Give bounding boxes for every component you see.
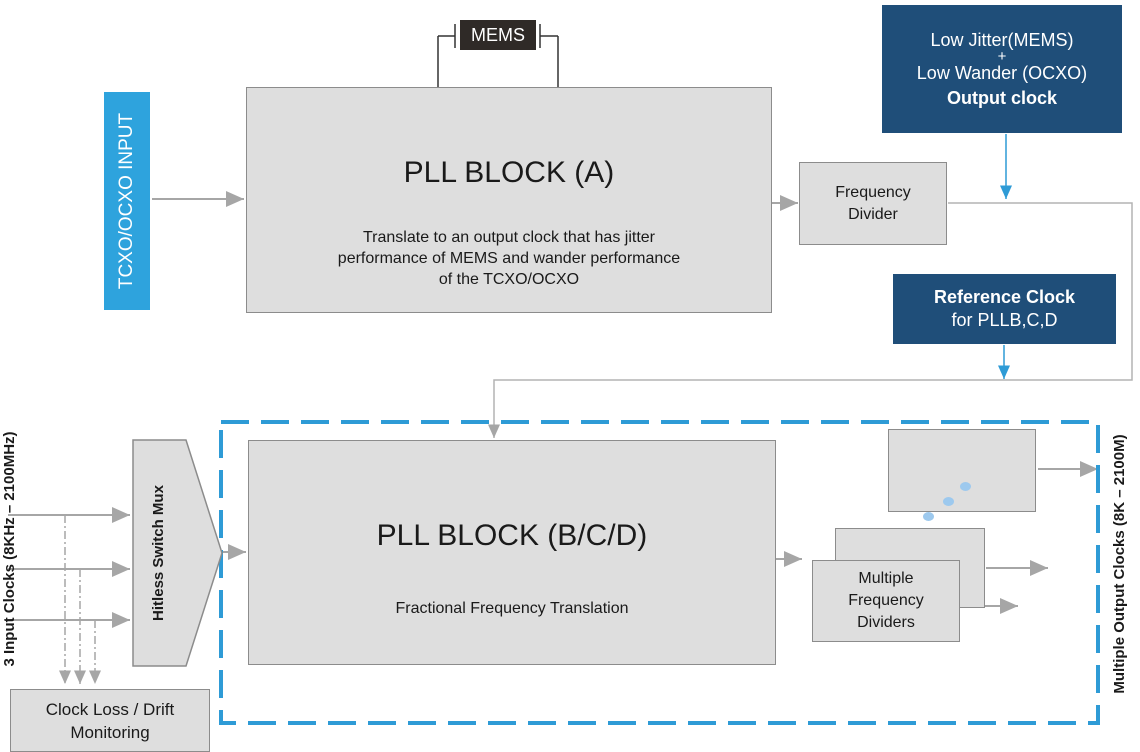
ellipsis-dot-1 <box>960 482 971 491</box>
mems-crystal: MEMS <box>460 20 536 50</box>
output-clock-box: Low Jitter(MEMS) + Low Wander (OCXO) Out… <box>882 5 1122 133</box>
pll-block-a-title: PLL BLOCK (A) <box>403 156 615 189</box>
hitless-switch-mux-label: Hitless Switch Mux <box>150 485 167 621</box>
monitor-line-2: Monitoring <box>70 722 150 742</box>
tcxo-ocxo-input-bar <box>104 92 150 310</box>
ellipsis-dot-2 <box>943 497 954 506</box>
frequency-divider: Frequency Divider <box>799 162 947 245</box>
output-clock-line-4: Output clock <box>946 87 1057 108</box>
reference-clock-path <box>488 202 1133 438</box>
hitless-switch-mux <box>132 439 223 667</box>
tcxo-ocxo-input-label: TCXO/OCXO INPUT <box>116 112 137 290</box>
pll-block-bcd: PLL BLOCK (B/C/D) Fractional Frequency T… <box>248 440 776 665</box>
reference-clock-box: Reference Clock for PLLB,C,D <box>893 274 1116 344</box>
output-clock-line-2: + <box>997 47 1007 65</box>
divider-stack-back <box>888 429 1036 512</box>
reference-clock-line-1: Reference Clock <box>933 287 1076 307</box>
multi-dividers-line-1: Multiple <box>858 570 914 587</box>
frequency-divider-line-1: Frequency <box>835 183 911 201</box>
reference-clock-line-2: for PLLB,C,D <box>951 310 1058 330</box>
pll-block-a: PLL BLOCK (A) Translate to an output clo… <box>246 87 772 313</box>
output-clocks-label: Multiple Output Clocks (8K – 2100M) <box>1111 434 1128 694</box>
clock-loss-drift-monitoring: Clock Loss / Drift Monitoring <box>10 689 210 752</box>
output-clock-line-3: Low Wander (OCXO) <box>916 62 1088 83</box>
multiple-frequency-dividers: Multiple Frequency Dividers <box>812 560 960 642</box>
pll-block-a-desc-line-3: of the TCXO/OCXO <box>438 271 580 288</box>
monitor-taps <box>59 515 101 684</box>
pll-block-a-desc-line-2: performance of MEMS and wander performan… <box>337 250 681 267</box>
frequency-divider-line-2: Divider <box>848 205 898 223</box>
ellipsis-dot-3 <box>923 512 934 521</box>
pll-block-a-desc-line-1: Translate to an output clock that has ji… <box>362 229 655 246</box>
mems-bracket <box>437 24 559 87</box>
input-clocks-label: 3 Input Clocks (8KHz – 2100MHz) <box>1 431 18 667</box>
multi-dividers-line-2: Frequency <box>848 592 924 609</box>
pll-bcd-boundary <box>219 420 1100 725</box>
monitor-line-1: Clock Loss / Drift <box>45 699 175 719</box>
pll-block-bcd-desc: Fractional Frequency Translation <box>395 600 629 617</box>
output-clock-line-1: Low Jitter(MEMS) <box>930 29 1074 50</box>
multi-dividers-line-3: Dividers <box>857 614 915 631</box>
pll-block-bcd-title: PLL BLOCK (B/C/D) <box>376 519 648 552</box>
mems-label: MEMS <box>471 24 525 45</box>
